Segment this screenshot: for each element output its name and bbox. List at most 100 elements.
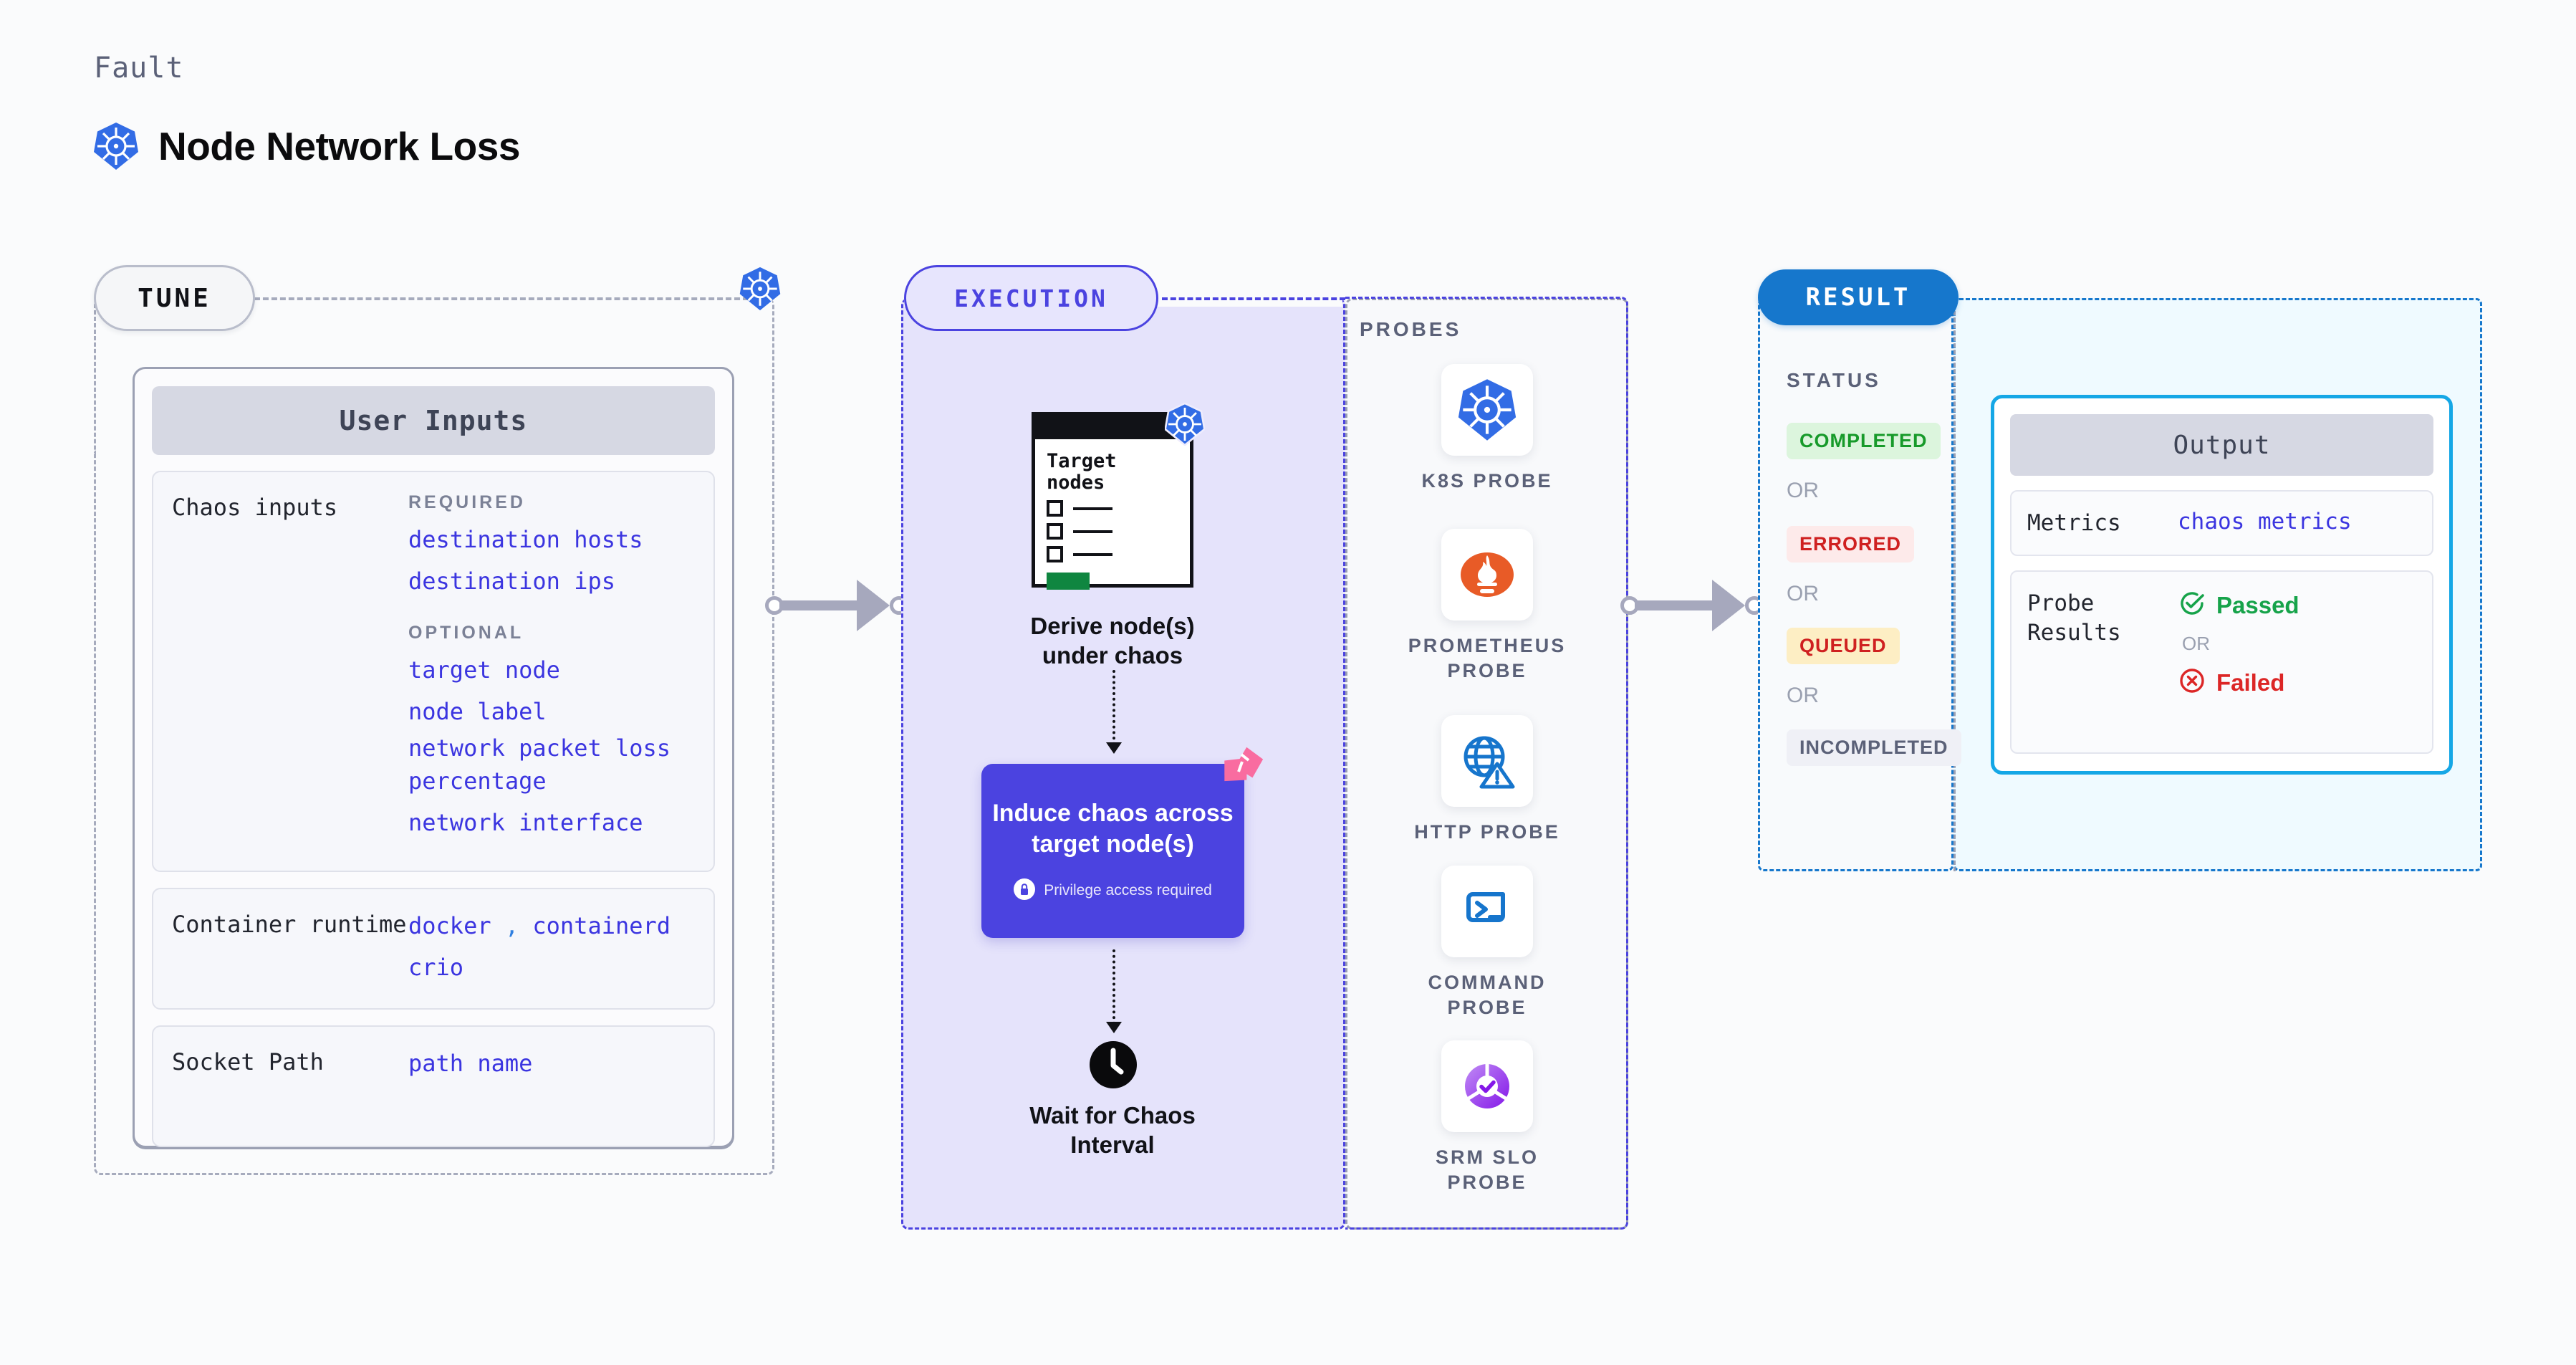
probe-label: K8S PROBE	[1421, 470, 1553, 492]
connector-shaft	[779, 600, 881, 610]
or-separator: OR	[1787, 684, 1819, 707]
privilege-note: Privilege access required	[1014, 878, 1212, 904]
derive-nodes-caption: Derive node(s) under chaos	[1030, 613, 1195, 669]
page-title: Node Network Loss	[158, 124, 520, 168]
chaos-inputs-row: Chaos inputs REQUIRED destination hosts …	[152, 471, 715, 872]
confirm-button[interactable]	[1047, 573, 1090, 590]
clock-icon	[1089, 1040, 1138, 1093]
probe-result-passed: Passed	[2178, 589, 2416, 621]
induce-chaos-step: Induce chaos across target node(s) Privi…	[981, 764, 1244, 938]
prometheus-icon	[1441, 529, 1533, 621]
input-network-interface[interactable]: network interface	[408, 809, 643, 837]
value-separator: ,	[504, 912, 519, 939]
flow-arrow-2	[1112, 949, 1115, 1025]
input-network-packet-loss-percentage[interactable]: network packet loss percentage	[408, 734, 671, 795]
srm-slo-icon	[1441, 1040, 1533, 1132]
checkbox-icon[interactable]	[1047, 546, 1063, 563]
metrics-value[interactable]: chaos metrics	[2178, 509, 2352, 535]
input-target-node[interactable]: target node	[408, 656, 560, 684]
connector-arrowhead	[1712, 580, 1745, 631]
status-badge-incompleted: INCOMPLETED	[1787, 729, 1961, 766]
list-item	[1047, 546, 1180, 563]
required-group-label: REQUIRED	[408, 492, 526, 512]
socket-path-key: Socket Path	[172, 1048, 324, 1076]
connector-tune-to-execution	[765, 579, 908, 632]
status-result-divider	[1953, 298, 1956, 871]
connector-execution-to-result	[1620, 579, 1764, 632]
terminal-icon	[1441, 866, 1533, 957]
value-path-name[interactable]: path name	[408, 1050, 533, 1077]
checkbox-icon[interactable]	[1047, 500, 1063, 517]
target-nodes-title: Target nodes	[1047, 450, 1117, 494]
status-region	[1758, 298, 1953, 871]
output-metrics-row: Metrics chaos metrics	[2010, 490, 2433, 557]
execution-outer-boundary	[1345, 297, 1628, 1230]
page-title-row: Node Network Loss	[94, 122, 520, 171]
checkbox-icon[interactable]	[1047, 523, 1063, 540]
x-circle-icon	[2178, 666, 2206, 699]
placeholder-line	[1073, 507, 1112, 510]
litmus-icon	[1220, 746, 1264, 791]
status-badge-errored: ERRORED	[1787, 526, 1915, 562]
fault-eyebrow: Fault	[94, 52, 184, 85]
input-node-label[interactable]: node label	[408, 698, 547, 726]
probe-http[interactable]: HTTP PROBE	[1394, 715, 1580, 845]
tune-region-body	[94, 451, 774, 1175]
probe-results-key: Probe Results	[2027, 590, 2121, 646]
container-runtime-key: Container runtime	[172, 911, 407, 938]
socket-path-row: Socket Path path name	[152, 1025, 715, 1147]
or-separator: OR	[1787, 582, 1819, 605]
placeholder-line	[1073, 552, 1112, 556]
probe-prometheus[interactable]: PROMETHEUS PROBE	[1394, 529, 1580, 684]
wait-interval-caption: Wait for Chaos Interval	[1029, 1102, 1196, 1159]
container-runtime-values-line1: docker , containerd	[408, 909, 695, 942]
list-item	[1047, 500, 1180, 517]
probes-section-label: PROBES	[1360, 318, 1462, 340]
probe-label: COMMAND PROBE	[1428, 972, 1547, 1019]
flow-arrow-1	[1112, 670, 1115, 745]
connector-shaft	[1635, 600, 1736, 610]
probe-result-failed: Failed	[2178, 666, 2416, 699]
container-runtime-row: Container runtime docker , containerd cr…	[152, 888, 715, 1010]
or-separator: OR	[2182, 633, 2210, 655]
output-probe-results-row: Probe Results Passed OR	[2010, 570, 2433, 755]
failed-label: Failed	[2216, 669, 2285, 696]
flow-arrowhead-2	[1106, 1022, 1122, 1033]
probe-srm-slo[interactable]: SRM SLO PROBE	[1394, 1040, 1580, 1195]
lock-icon	[1014, 878, 1036, 904]
placeholder-line	[1073, 530, 1112, 533]
result-stage-pill[interactable]: RESULT	[1758, 269, 1959, 325]
card-titlebar	[1035, 416, 1190, 439]
probe-label: SRM SLO PROBE	[1435, 1146, 1539, 1194]
probe-k8s[interactable]: K8S PROBE	[1394, 364, 1580, 494]
input-destination-ips[interactable]: destination ips	[408, 567, 615, 595]
status-badge-queued: QUEUED	[1787, 628, 1900, 664]
kubernetes-icon	[1441, 364, 1533, 456]
kubernetes-icon	[1164, 402, 1206, 449]
status-section-label: STATUS	[1787, 369, 1881, 391]
check-circle-icon	[2178, 589, 2206, 621]
kubernetes-icon	[739, 267, 781, 315]
tune-stage-pill[interactable]: TUNE	[94, 265, 255, 331]
globe-warning-icon	[1441, 715, 1533, 807]
metrics-key: Metrics	[2027, 510, 2121, 536]
passed-label: Passed	[2216, 591, 2299, 618]
optional-group-label: OPTIONAL	[408, 622, 524, 643]
induce-chaos-title: Induce chaos across target node(s)	[992, 800, 1234, 858]
chaos-inputs-key: Chaos inputs	[172, 494, 338, 521]
tune-connector-line	[254, 297, 749, 300]
kubernetes-icon	[94, 122, 138, 171]
input-destination-hosts[interactable]: destination hosts	[408, 526, 643, 553]
or-separator: OR	[1787, 479, 1819, 502]
probe-label: HTTP PROBE	[1414, 821, 1560, 843]
value-docker[interactable]: docker	[408, 912, 491, 939]
list-item	[1047, 523, 1180, 540]
output-title: Output	[2010, 414, 2433, 476]
value-containerd[interactable]: containerd	[532, 912, 671, 939]
probe-command[interactable]: COMMAND PROBE	[1394, 866, 1580, 1020]
value-crio[interactable]: crio	[408, 954, 464, 982]
output-card: Output Metrics chaos metrics Probe Resul…	[1991, 395, 2453, 775]
connector-arrowhead	[857, 580, 890, 631]
execution-stage-pill[interactable]: EXECUTION	[904, 265, 1158, 331]
